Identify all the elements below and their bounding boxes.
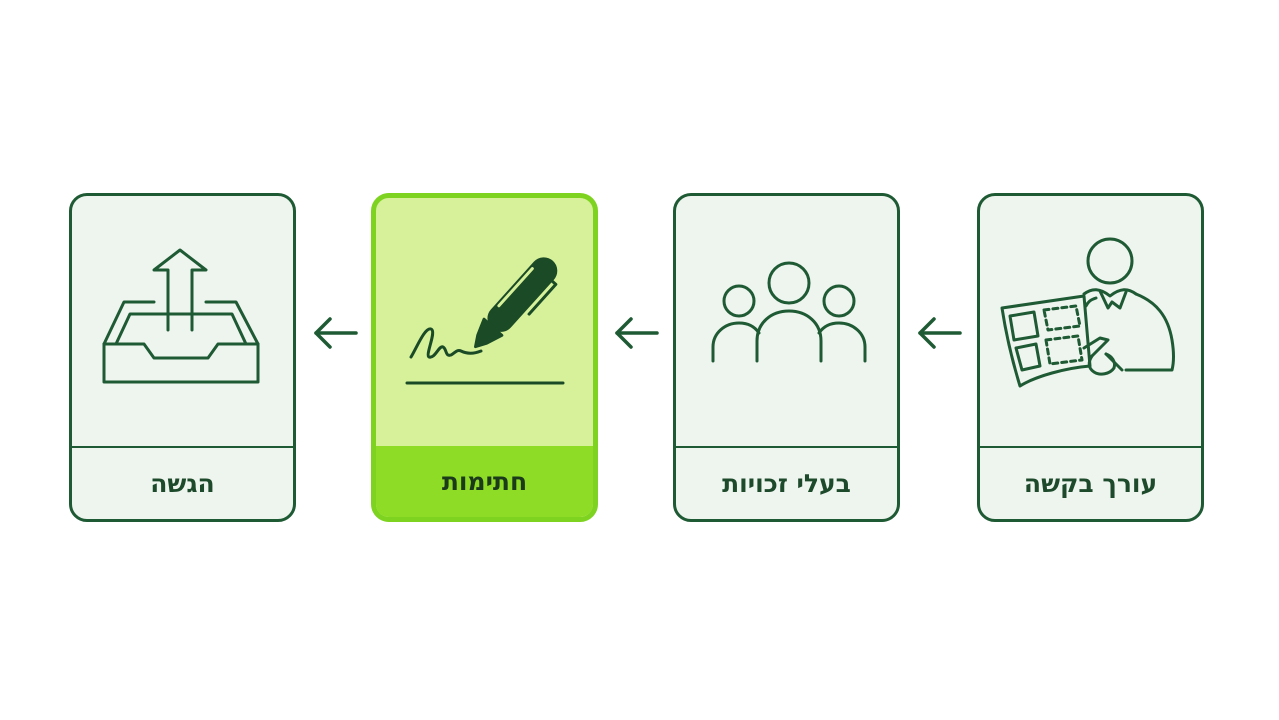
step-card-submission: הגשה (69, 193, 296, 522)
step-icon-area (980, 196, 1201, 446)
card-divider (676, 446, 897, 448)
step-label-signatures: חתימות (441, 467, 528, 496)
group-of-people-icon (711, 261, 866, 363)
step-icon-area (72, 196, 293, 446)
card-divider (980, 446, 1201, 448)
step-label-rights-holders: בעלי זכויות (722, 469, 851, 498)
pen-signature-icon (405, 257, 564, 385)
left-arrow-icon (314, 317, 358, 349)
step-label-area: הגשה (72, 448, 293, 519)
step-label-submission: הגשה (150, 469, 215, 498)
step-card-signatures: חתימות (371, 193, 598, 522)
inbox-upload-icon (102, 248, 259, 384)
left-arrow-icon (615, 317, 659, 349)
step-card-applicant: עורך בקשה (977, 193, 1204, 522)
step-card-rights-holders: בעלי זכויות (673, 193, 900, 522)
step-icon-area (376, 198, 593, 448)
step-label-area: עורך בקשה (980, 448, 1201, 519)
step-icon-area (676, 196, 897, 446)
step-label-applicant: עורך בקשה (1023, 469, 1158, 498)
card-divider (72, 446, 293, 448)
left-arrow-icon (918, 317, 962, 349)
step-label-area: חתימות (376, 446, 593, 517)
step-label-area: בעלי זכויות (676, 448, 897, 519)
person-reading-document-icon (1000, 237, 1175, 388)
